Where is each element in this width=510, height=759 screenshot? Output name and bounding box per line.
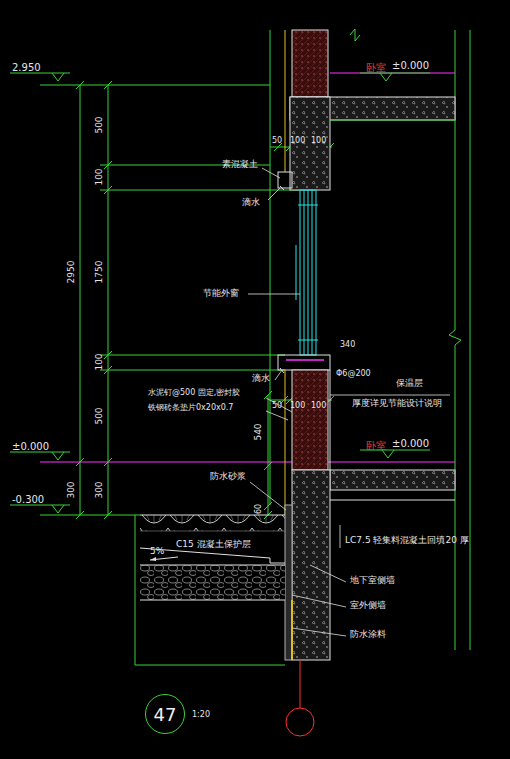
room-name-label: 卧室 [366, 62, 386, 73]
detail-number: 47 [154, 704, 177, 725]
dimension-label: 60 [255, 504, 264, 514]
dimension-label: 100 [95, 168, 105, 185]
note-label: 节能外窗 [203, 289, 239, 299]
note-label: 水泥钉@500 固定,密封胶 [148, 389, 240, 398]
note-label: 保温层 [396, 379, 423, 389]
detail-number-circle: 47 [145, 694, 185, 734]
dimension-label: 50 [272, 402, 282, 411]
note-label: C15 混凝土保护层 [176, 540, 251, 550]
dimension-label: 2950 [67, 261, 77, 284]
dimension-label: 500 [95, 407, 105, 424]
elevation-label: -0.300 [12, 494, 44, 505]
note-label: 5% [150, 547, 164, 557]
note-label: 防水砂浆 [210, 472, 246, 482]
note-label: 素混凝土 [222, 160, 258, 170]
dimension-label: 540 [254, 423, 264, 440]
note-label: 滴水 [252, 374, 270, 384]
dimension-label: 1750 [95, 261, 105, 284]
note-label: 厚度详见节能设计说明 [352, 399, 442, 409]
dimension-label: 50 [272, 137, 282, 146]
dimension-label: 100 [290, 402, 305, 411]
note-label: 地下室侧墙 [350, 576, 395, 586]
dimension-label: 100 [311, 402, 326, 411]
note-label: LC7.5 轻集料混凝土回填20 厚 [345, 536, 469, 546]
dimension-label: 100 [95, 353, 105, 370]
dimension-label: 500 [95, 116, 105, 133]
note-label: 室外侧墙 [350, 601, 386, 611]
note-label: 铁钢砖条垫片0x20x0.7 [148, 404, 233, 413]
scale-label: 1:20 [192, 711, 210, 720]
dimension-label: 340 [340, 341, 355, 350]
elevation-label: ±0.000 [12, 441, 49, 452]
dimension-label: 300 [67, 481, 77, 498]
note-label: 防水涂料 [350, 630, 386, 640]
dimension-label: 100 [311, 137, 326, 146]
room-name-label: 卧室 [366, 440, 386, 451]
note-label: 滴水 [242, 198, 260, 208]
elevation-label: 2.950 [12, 62, 41, 73]
elevation-label: ±0.000 [392, 438, 429, 449]
elevation-label: ±0.000 [392, 60, 429, 71]
dimension-label: 100 [290, 137, 305, 146]
dimension-label: 300 [95, 481, 105, 498]
note-label: Φ6@200 [336, 370, 371, 379]
